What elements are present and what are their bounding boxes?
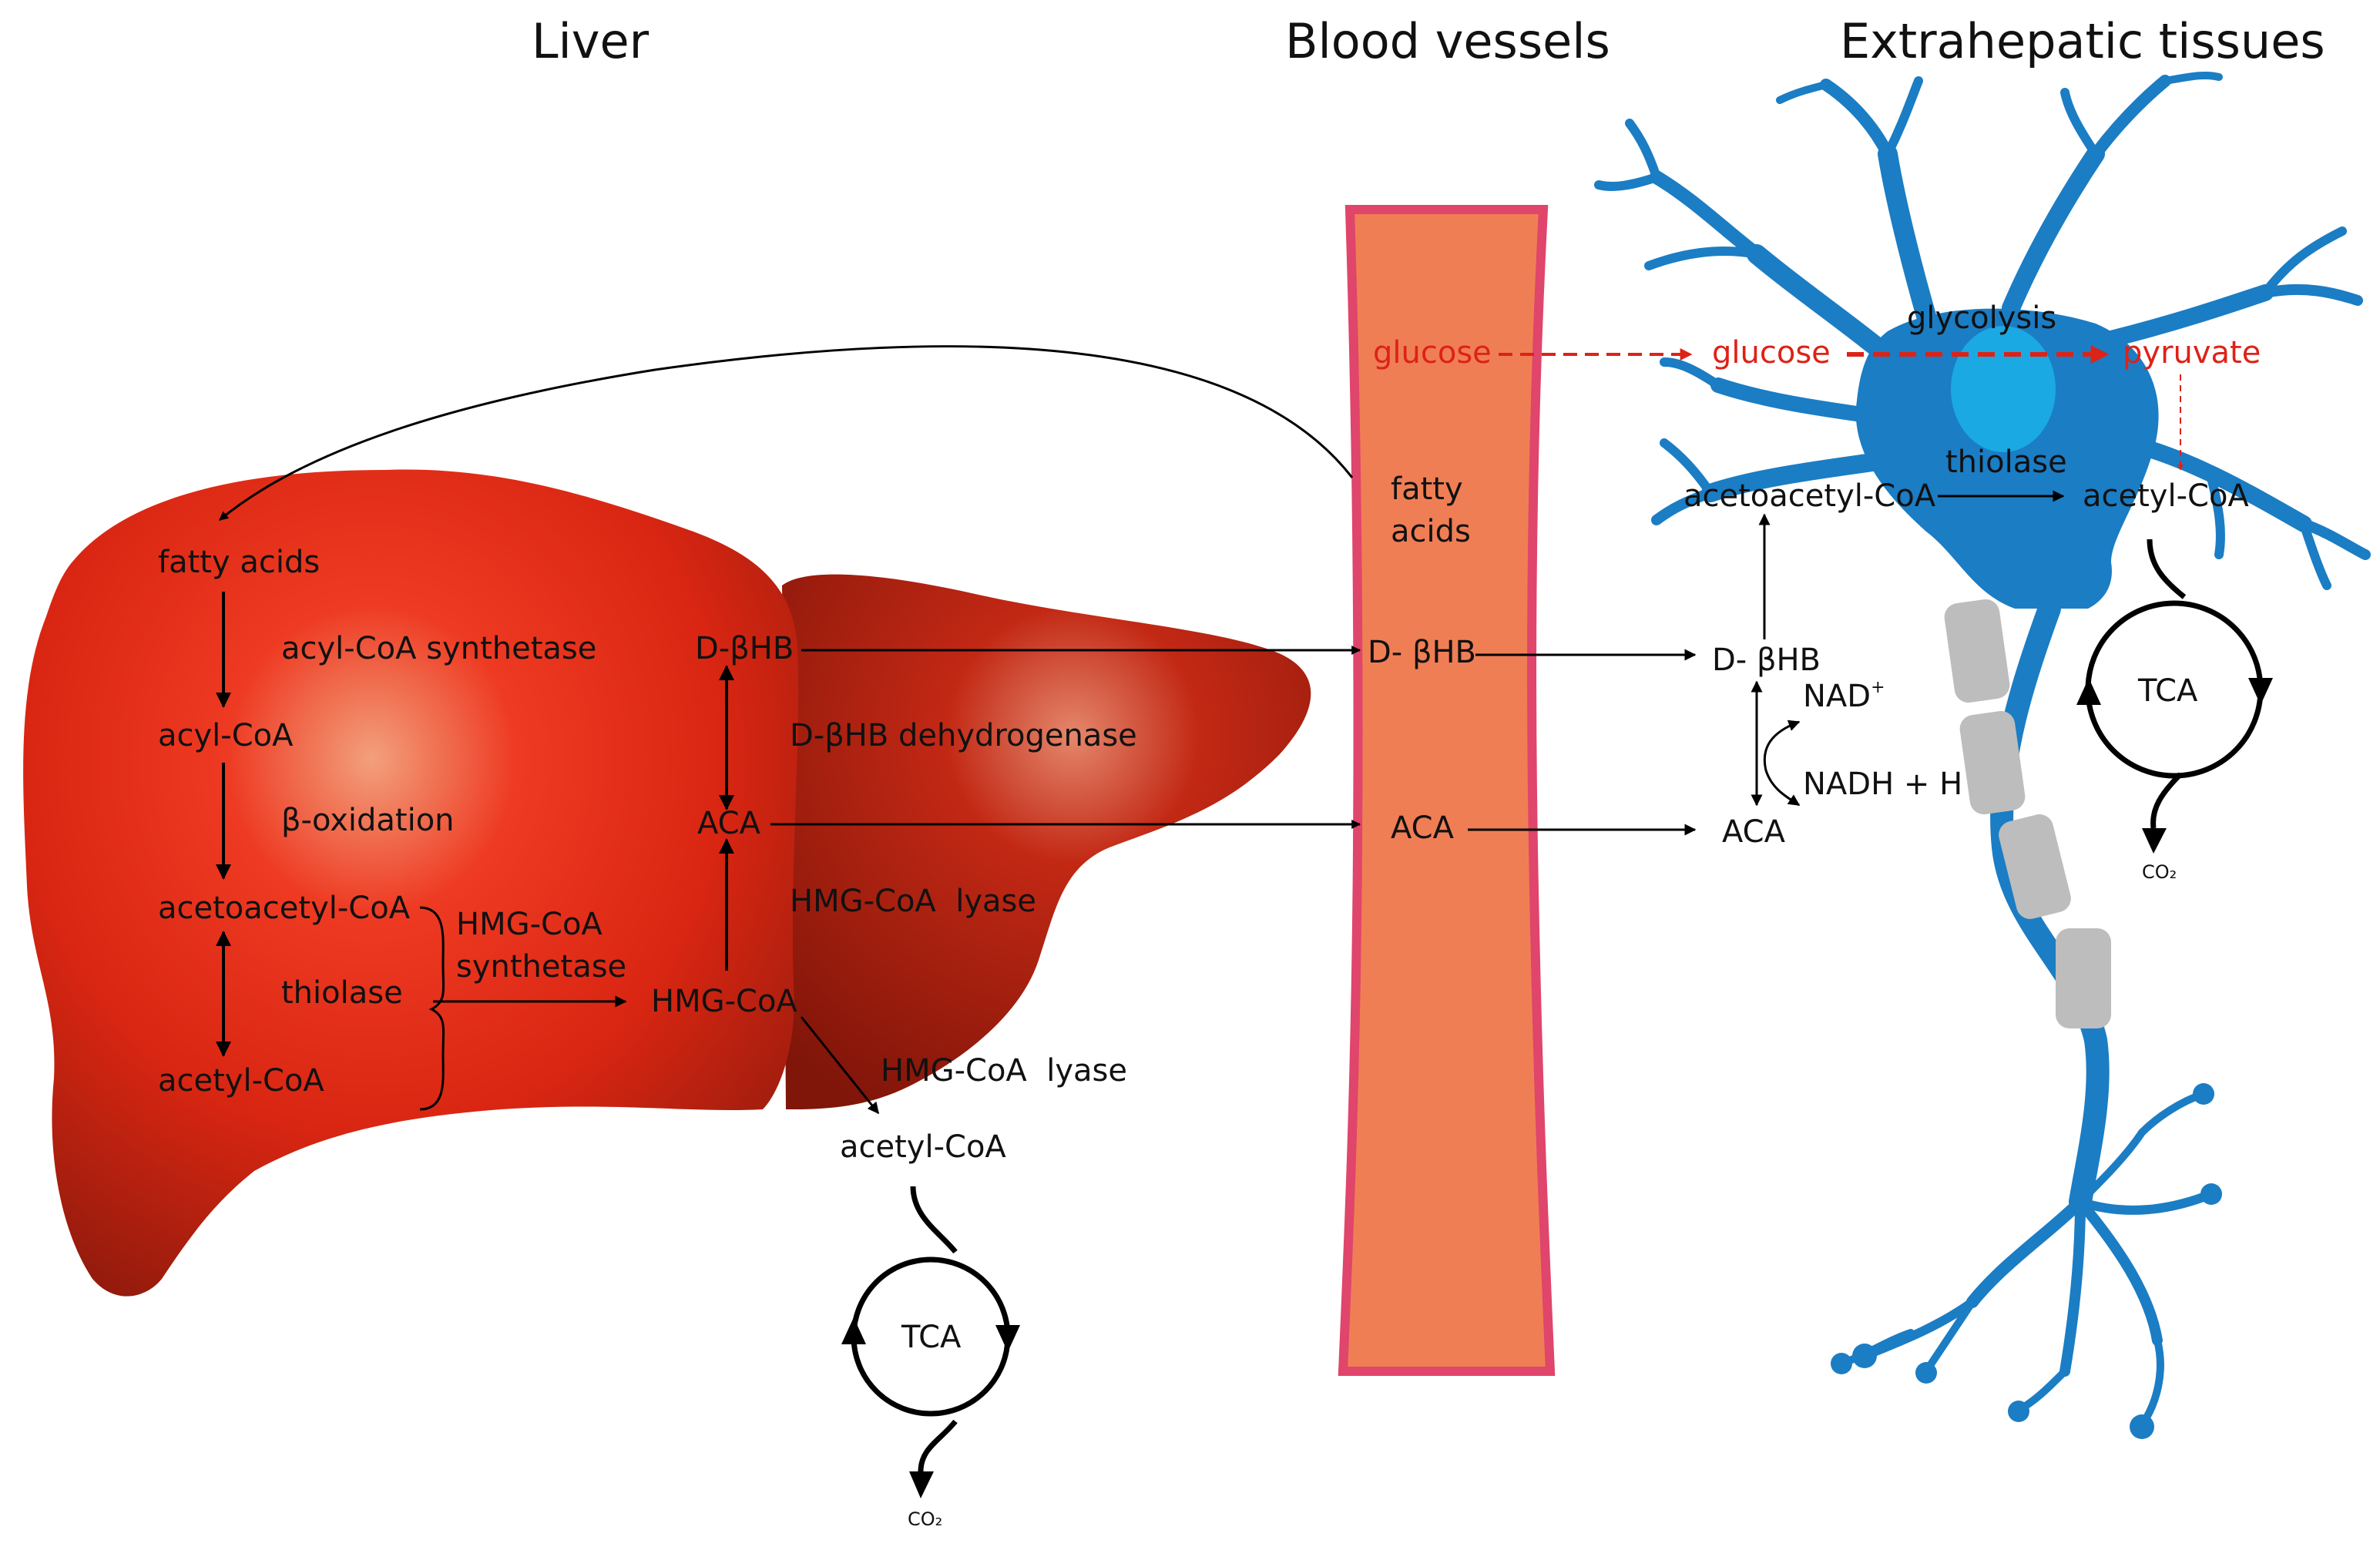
axon-terminal [1915, 1362, 1937, 1384]
label-hmg-coa-lyase-upper: HMG-CoA lyase [790, 884, 1036, 919]
label-tissue-acetyl-coa: acetyl-CoA [2083, 478, 2249, 514]
axon-terminal [2193, 1083, 2214, 1105]
label-hmg-coa-synthetase-line1: HMG-CoA [456, 907, 603, 942]
neuron-nucleus [1951, 326, 2056, 452]
label-nad: NAD+ [1803, 678, 1885, 714]
blood-vessel [1338, 205, 1556, 1376]
label-blood-fatty-line1: fatty [1391, 471, 1463, 507]
tca-cycle-tissue [2076, 538, 2273, 854]
fatty-acid-uptake-arrow [219, 345, 1354, 522]
label-liver-co2: CO₂ [908, 1508, 942, 1530]
label-tissue-aca: ACA [1722, 814, 1786, 850]
label-hmg-coa-synthetase-line2: synthetase [456, 949, 626, 985]
axon-terminal [2130, 1414, 2154, 1439]
header-liver: Liver [532, 13, 650, 69]
axon-terminal [1831, 1353, 1852, 1374]
label-liver-dbhb: D-βHB [695, 631, 794, 666]
liver-right-lobe [782, 574, 1311, 1109]
synthetase-brace [419, 906, 445, 1111]
label-acyl-coa-synthetase: acyl-CoA synthetase [281, 631, 596, 666]
label-liver-acetyl-coa: acetyl-CoA [158, 1063, 324, 1099]
label-pyruvate: pyruvate [2123, 335, 2261, 371]
label-hmg-coa: HMG-CoA [651, 984, 797, 1019]
label-liver-aca: ACA [697, 806, 761, 841]
label-tissue-acetoacetyl-coa: acetoacetyl-CoA [1683, 478, 1936, 514]
neuron [1594, 71, 2371, 1439]
tca-cycle-liver [841, 1186, 1020, 1498]
label-nadh: NADH + H [1803, 767, 1962, 802]
label-dbhb-dehydrogenase: D-βHB dehydrogenase [790, 718, 1137, 753]
label-liver-acetoacetyl-coa: acetoacetyl-CoA [158, 891, 411, 926]
label-tissue-co2: CO₂ [2142, 861, 2177, 883]
label-hmg-coa-lyase-lower: HMG-CoA lyase [881, 1053, 1127, 1089]
label-tissue-thiolase: thiolase [1945, 445, 2067, 480]
header-blood-vessels: Blood vessels [1285, 13, 1610, 69]
label-acyl-coa: acyl-CoA [158, 718, 294, 753]
axon-terminal [1852, 1344, 1877, 1368]
label-beta-oxidation: β-oxidation [281, 803, 455, 838]
label-blood-dbhb: D- βHB [1368, 635, 1476, 670]
label-liver-acetyl-coa-out: acetyl-CoA [840, 1129, 1006, 1165]
label-nad-superscript: + [1871, 678, 1885, 697]
label-tissue-dbhb: D- βHB [1712, 642, 1821, 678]
myelin-sheath [1944, 599, 2111, 1028]
label-nad-text: NAD [1803, 679, 1871, 714]
label-blood-aca: ACA [1391, 810, 1455, 846]
label-tissue-tca: TCA [2137, 673, 2198, 709]
arrow-nad-curve [1763, 720, 1801, 807]
label-liver-fatty-acids: fatty acids [158, 545, 320, 580]
arrow-hmg-to-acetyl [800, 1016, 880, 1115]
label-tissue-glucose: glucose [1712, 335, 1831, 371]
label-liver-tca: TCA [901, 1320, 962, 1355]
label-liver-thiolase: thiolase [281, 975, 403, 1011]
label-glycolysis: glycolysis [1907, 300, 2056, 336]
header-extrahepatic-tissues: Extrahepatic tissues [1840, 13, 2325, 69]
neuron-soma [1855, 308, 2159, 609]
label-blood-glucose: glucose [1373, 335, 1492, 371]
label-blood-fatty-line2: acids [1391, 514, 1471, 549]
axon-terminal [2200, 1183, 2222, 1205]
axon-terminal [2008, 1401, 2029, 1422]
liver-left-lobe [23, 469, 799, 1297]
